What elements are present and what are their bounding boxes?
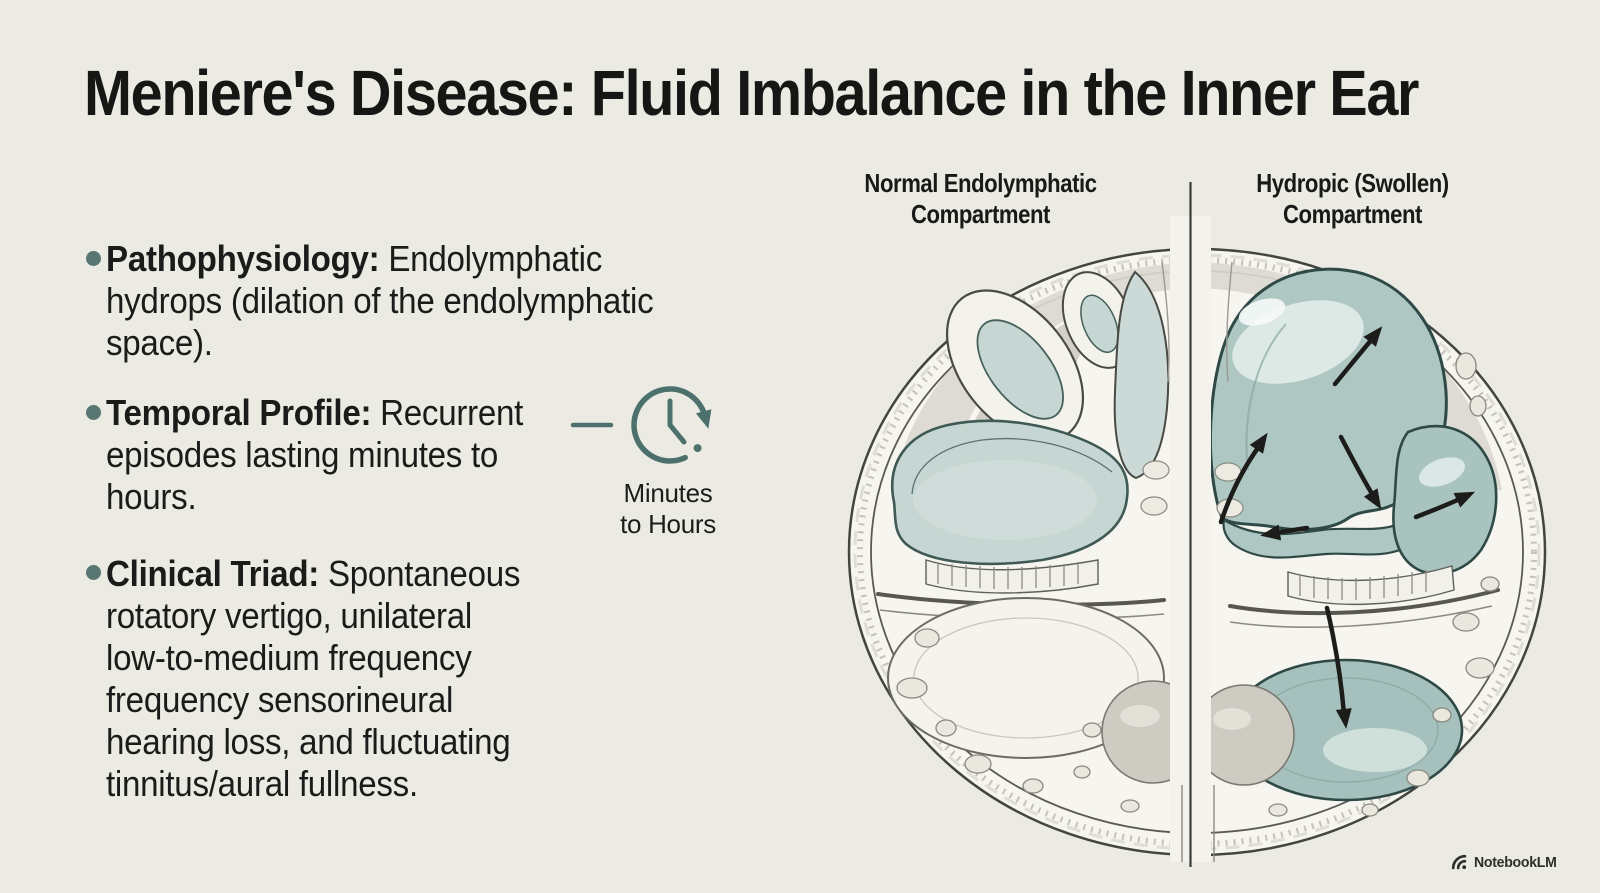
normal-duct	[1113, 270, 1170, 480]
notebooklm-label: NotebookLM	[1474, 853, 1557, 871]
notebooklm-icon	[1452, 854, 1467, 870]
bullet-pathophysiology: Pathophysiology: Endolymphatic hydrops (…	[106, 238, 654, 364]
hair-cell-stripes	[937, 562, 1079, 589]
hair-cell-stripes	[1299, 570, 1427, 600]
inner-ear-illustration	[847, 182, 1547, 867]
semicircular-canal-loop-small	[1061, 271, 1135, 369]
diagram-label-normal: Normal Endolymphatic Compartment	[864, 168, 1097, 229]
bullet-body: Spontaneous rotatory vertigo, unilateral…	[106, 553, 521, 804]
membrane-thin	[1229, 605, 1493, 628]
contour	[1245, 323, 1287, 471]
clock-dot	[693, 444, 702, 453]
clock-arrowhead	[695, 409, 712, 429]
bullet-label: Clinical Triad:	[106, 553, 320, 594]
hydropic-half	[1193, 267, 1500, 802]
fluid-highlight	[913, 460, 1097, 540]
bullet-clinical-triad-text: Clinical Triad: Spontaneous rotatory ver…	[106, 553, 520, 805]
fluid-highlight-small	[1238, 298, 1286, 326]
expansion-arrows	[1218, 326, 1476, 729]
bullet-label: Pathophysiology:	[106, 238, 380, 279]
bullet-dot-3	[86, 565, 101, 580]
bullet-clinical-triad: Clinical Triad: Spontaneous rotatory ver…	[106, 553, 520, 805]
bullet-temporal-profile-text: Temporal Profile: Recurrent episodes las…	[106, 392, 523, 518]
fluid-highlight	[1419, 457, 1465, 487]
basilar-membrane	[1228, 588, 1500, 616]
bullet-pathophysiology-text: Pathophysiology: Endolymphatic hydrops (…	[106, 238, 654, 364]
clock-hands	[667, 398, 687, 445]
diagram-label-hydropic: Hydropic (Swollen) Compartment	[1256, 168, 1449, 229]
bullet-body: Recurrent episodes lasting minutes to ho…	[106, 392, 524, 517]
bullet-dot-2	[86, 405, 101, 420]
bone-cells	[896, 352, 1500, 817]
normal-scala-tympani	[887, 597, 1165, 759]
fluid-highlight	[1323, 728, 1427, 772]
clock-ring-arrow	[631, 386, 708, 464]
bullet-dot-1	[86, 251, 101, 266]
bullet-body: Endolymphatic hydrops (dilation of the e…	[106, 238, 654, 363]
highlight	[1120, 705, 1160, 727]
hair-cell-band	[925, 559, 1099, 594]
notebooklm-watermark: NotebookLM	[1450, 853, 1562, 871]
hydropic-sac-mid	[1392, 424, 1498, 576]
clock-icon	[570, 386, 712, 464]
bullet-temporal-profile: Temporal Profile: Recurrent episodes las…	[106, 392, 523, 518]
page-title: Meniere's Disease: Fluid Imbalance in th…	[84, 57, 1419, 129]
clock-caption: Minutes to Hours	[620, 478, 716, 539]
highlight	[1213, 708, 1251, 730]
bullet-label: Temporal Profile:	[106, 392, 372, 433]
membrane-line	[911, 437, 1113, 495]
